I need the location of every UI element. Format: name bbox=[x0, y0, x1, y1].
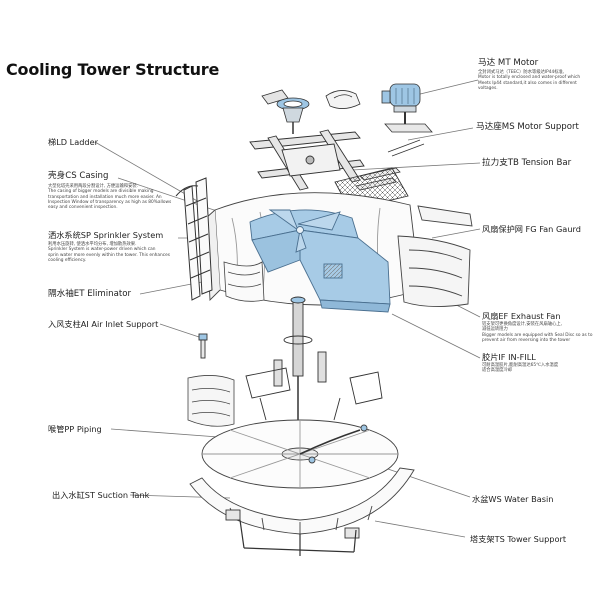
piping-disc bbox=[201, 419, 399, 489]
label-motor-support: 马达座MS Motor Support bbox=[476, 122, 579, 132]
desc-motor: 全封闭式马达（TEEC）防水等级达IP44标准, Motor is totall… bbox=[478, 70, 581, 91]
desc-infill: 可耐高温胶片,能耐高温达65℃入水温度 适合高温度冷却 bbox=[482, 363, 559, 374]
label-tower-support: 塔支架TS Tower Support bbox=[470, 534, 567, 544]
left-louver-panel bbox=[187, 375, 235, 427]
diagram-title: Cooling Tower Structure bbox=[6, 60, 220, 79]
suction-tank bbox=[225, 509, 360, 539]
desc-sprinkler: 利用水压旋转, 使洒水平均分布, 增加散热效果. Sprinkler Syste… bbox=[48, 242, 171, 263]
label-exhaust-fan: 风扇EF Exhaust Fan bbox=[482, 311, 561, 321]
desc-exhaust-fan: 铝支架可更换角度设计,安装在风扇轴心上, 减低运转阻力 Bigger model… bbox=[482, 322, 593, 343]
sprinkler-pipe bbox=[273, 296, 327, 420]
label-eliminator: 隔水袖ET Eliminator bbox=[48, 289, 132, 299]
label-fan-guard: 风扇保护网 FG Fan Gaurd bbox=[482, 224, 581, 234]
motor-illustration bbox=[381, 83, 433, 133]
eliminator bbox=[223, 261, 265, 302]
label-water-basin: 水盆WS Water Basin bbox=[472, 494, 554, 504]
label-ladder: 梯LD Ladder bbox=[48, 137, 99, 147]
ladder-illustration bbox=[175, 177, 213, 301]
label-infill: 胶片IF IN-FILL bbox=[482, 352, 536, 362]
label-casing: 壳身CS Casing bbox=[48, 171, 109, 181]
label-air-inlet: 入风支柱AI Air Inlet Support bbox=[48, 319, 159, 329]
motor-support-frame bbox=[249, 129, 365, 191]
top-fittings bbox=[261, 89, 361, 134]
desc-casing: 大型化塔壳采用两段分割设计, 方便运输和安装. The casing of bi… bbox=[48, 184, 172, 211]
label-suction-tank: 出入水缸ST Suction Tank bbox=[52, 490, 150, 500]
label-sprinkler: 洒水系统SP Sprinkler System bbox=[48, 230, 164, 240]
exhaust-fan-infill-highlight bbox=[249, 209, 391, 313]
air-inlet-support bbox=[198, 333, 383, 421]
label-tension-bar: 拉力支TB Tension Bar bbox=[482, 158, 572, 168]
tower-support bbox=[239, 519, 357, 556]
label-motor: 马达 MT Motor bbox=[478, 58, 539, 68]
label-piping: 喉管PP Piping bbox=[48, 424, 102, 434]
